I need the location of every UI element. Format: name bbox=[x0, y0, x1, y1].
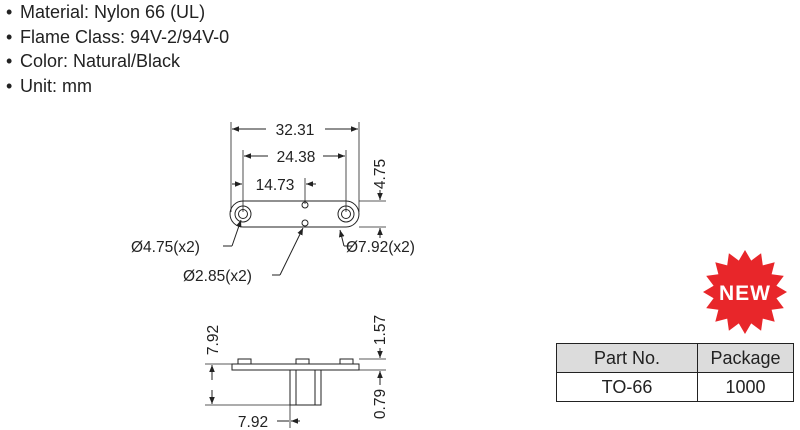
top-view: 32.31 24.38 14.73 4.75 Ø4.75(x2) Ø7.92(x… bbox=[131, 122, 415, 285]
table-header-row: Part No. Package bbox=[556, 343, 794, 373]
new-badge: NEW bbox=[703, 250, 787, 334]
spec-unit: •Unit: mm bbox=[6, 75, 92, 96]
dim-side-bottom: 0.79 bbox=[372, 389, 389, 419]
header-package: Package bbox=[697, 343, 794, 373]
label-hole-large: Ø7.92(x2) bbox=[346, 239, 415, 256]
cell-part-no: TO-66 bbox=[556, 372, 698, 402]
table-row: TO-66 1000 bbox=[556, 372, 794, 402]
spec-material: •Material: Nylon 66 (UL) bbox=[6, 2, 206, 22]
dim-side-top: 1.57 bbox=[372, 315, 389, 345]
dim-side-height: 7.92 bbox=[205, 325, 222, 355]
dim-overall-length: 32.31 bbox=[276, 122, 315, 139]
part-table: Part No. Package TO-66 1000 bbox=[556, 343, 794, 402]
side-view: 7.92 1.57 0.79 7.92 bbox=[205, 315, 389, 430]
dim-inner-spacing: 14.73 bbox=[256, 177, 295, 194]
dim-hole-spacing: 24.38 bbox=[277, 149, 316, 166]
spec-color: •Color: Natural/Black bbox=[6, 51, 181, 71]
spec-list: •Material: Nylon 66 (UL) •Flame Class: 9… bbox=[6, 0, 229, 98]
dim-height: 4.75 bbox=[372, 159, 389, 189]
new-badge-label: NEW bbox=[719, 282, 771, 305]
label-hole-center: Ø2.85(x2) bbox=[183, 268, 252, 285]
label-hole-small: Ø4.75(x2) bbox=[131, 239, 200, 256]
header-part-no: Part No. bbox=[556, 343, 698, 373]
cell-package: 1000 bbox=[697, 372, 794, 402]
spec-flame-class: •Flame Class: 94V-2/94V-0 bbox=[6, 26, 230, 47]
dim-side-width: 7.92 bbox=[238, 414, 268, 430]
